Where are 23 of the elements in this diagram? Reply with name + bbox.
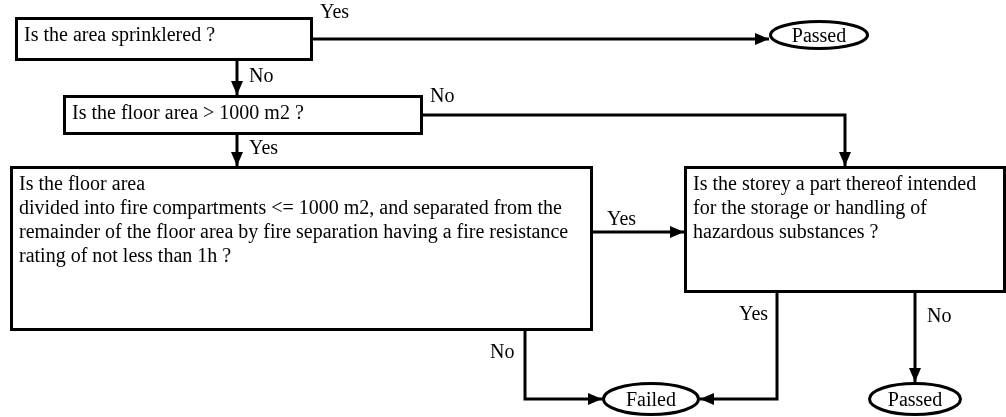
terminal-label: Passed xyxy=(887,387,943,411)
terminal-label: Failed xyxy=(626,387,676,411)
question-text: Is the storey a part thereof intended for the storage or handling of hazardous substances ? xyxy=(693,171,978,243)
question-text: divided into fire compartments <= 1000 m2, and separated from the remainder of the floor area by fire separation having a fire resistance rating of not less than 1h ? xyxy=(19,195,570,267)
arrow xyxy=(423,113,851,166)
arrow xyxy=(231,61,243,95)
terminal-oval xyxy=(769,20,869,50)
arrow xyxy=(593,226,684,238)
arrow xyxy=(231,135,243,166)
decision-box xyxy=(10,166,593,331)
arrow xyxy=(313,33,769,45)
arrow xyxy=(523,331,602,405)
question-text: Is the area sprinklered ? xyxy=(24,22,216,46)
terminal-oval xyxy=(602,382,700,416)
question-heading: Is the floor area xyxy=(19,171,147,195)
question-text: Is the floor area > 1000 m2 ? xyxy=(72,100,305,124)
arrow xyxy=(909,293,921,382)
decision-box xyxy=(63,95,423,135)
arrow xyxy=(700,293,779,405)
terminal-label: Passed xyxy=(791,23,847,47)
terminal-oval xyxy=(868,382,962,416)
decision-box xyxy=(15,17,313,61)
decision-box xyxy=(684,166,1006,293)
